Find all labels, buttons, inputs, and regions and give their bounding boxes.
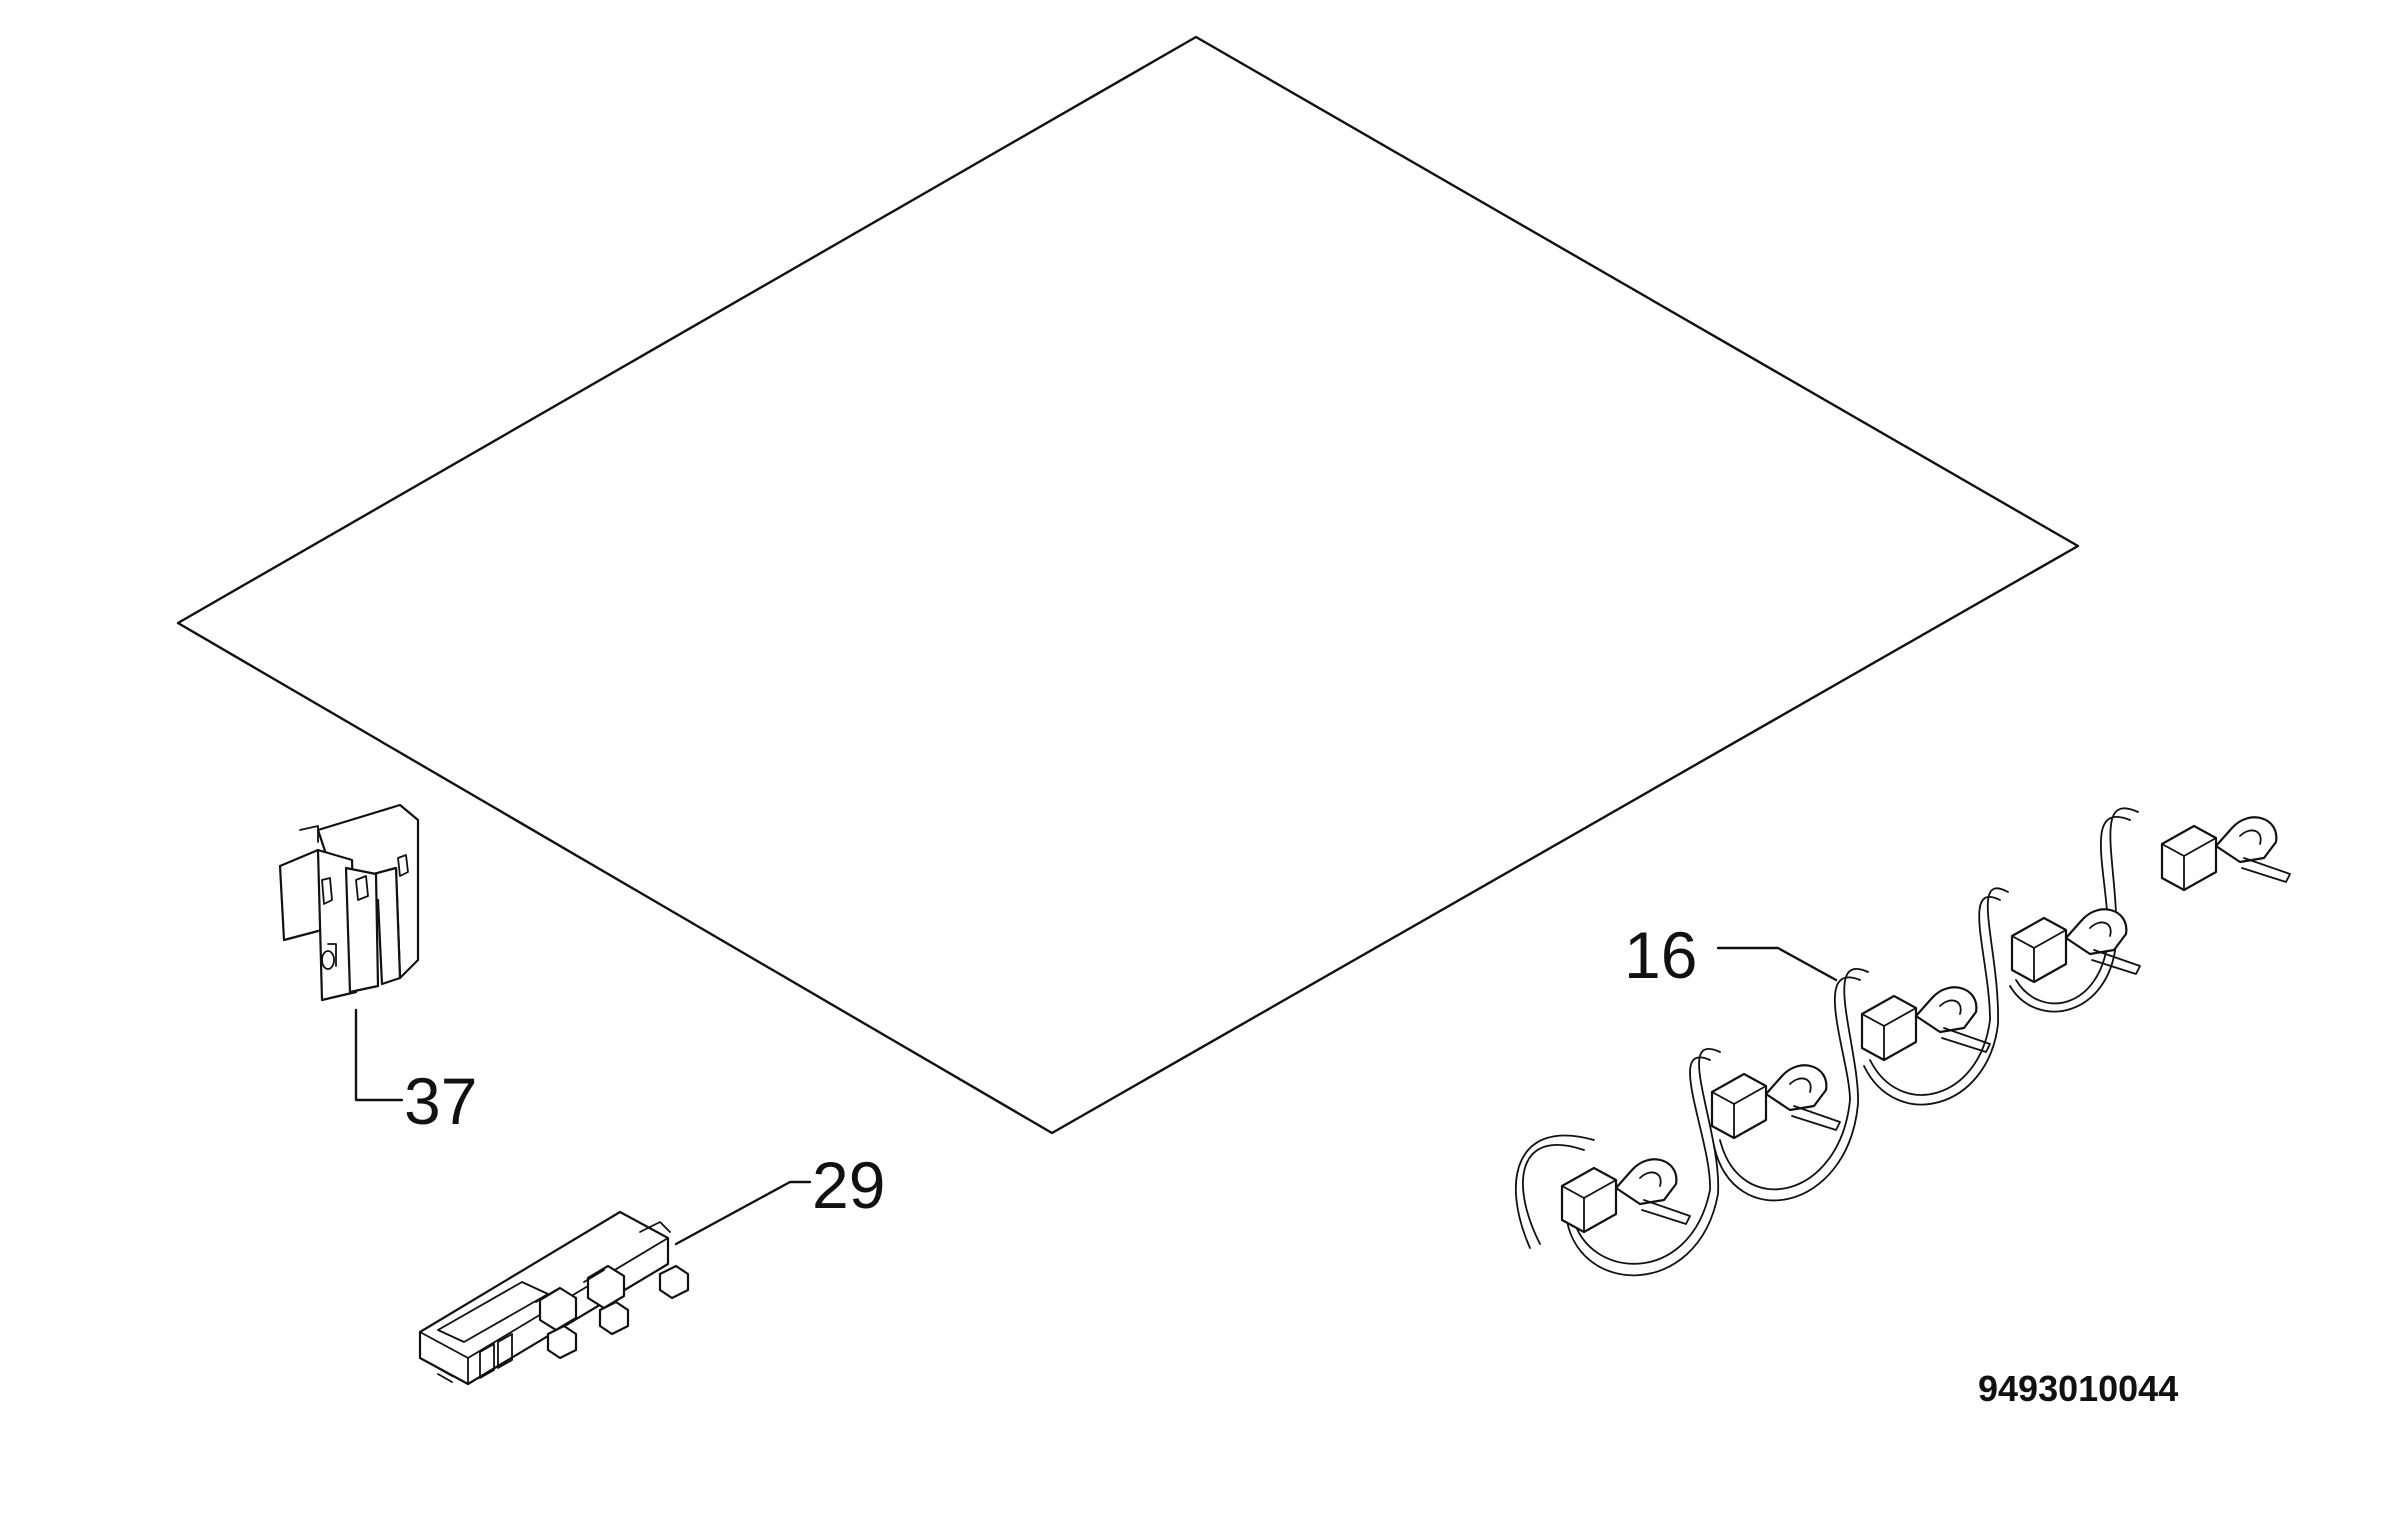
callout-37-leader — [354, 1008, 404, 1102]
drawing-code: 9493010044 — [1978, 1368, 2178, 1409]
ignition-switch-bracket[interactable] — [278, 803, 420, 1002]
callout-16-leader — [1716, 946, 1838, 982]
ignition-electrode-harness[interactable] — [1515, 807, 2291, 1277]
callout-37-label: 37 — [404, 1064, 477, 1138]
glass-top-panel[interactable] — [176, 35, 2080, 1135]
callout-29-leader — [674, 1180, 812, 1246]
callout-29-label: 29 — [812, 1148, 885, 1222]
callout-16-label: 16 — [1624, 918, 1697, 992]
spark-generator[interactable] — [418, 1210, 690, 1386]
